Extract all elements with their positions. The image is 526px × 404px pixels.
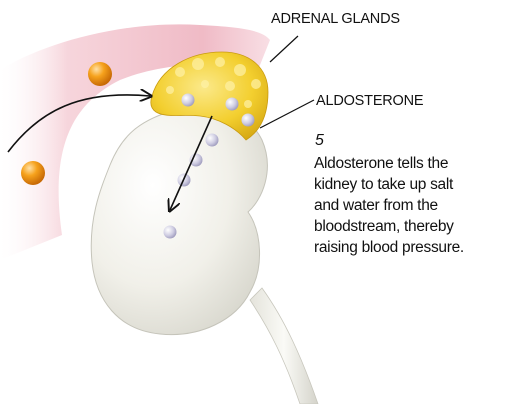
aldosterone-molecule — [182, 94, 195, 107]
aldosterone-leader-line — [260, 100, 314, 128]
ureter — [250, 288, 318, 404]
adrenal-glands-leader-line — [270, 36, 298, 62]
step-caption: Aldosterone tells the kidney to take up … — [314, 153, 526, 258]
caption-line: raising blood pressure. — [314, 237, 526, 258]
aldosterone-label: ALDOSTERONE — [316, 94, 423, 109]
kidney — [91, 105, 267, 335]
aldosterone-molecule — [206, 134, 219, 147]
aldosterone-molecule — [164, 226, 177, 239]
adrenal-glands-label: ADRENAL GLANDS — [271, 12, 400, 27]
caption-line: bloodstream, thereby — [314, 216, 526, 237]
caption-line: and water from the — [314, 195, 526, 216]
hormone-orb — [88, 62, 112, 86]
hormone-orb — [21, 161, 45, 185]
aldosterone-molecule — [190, 154, 203, 167]
caption-line: Aldosterone tells the — [314, 153, 526, 174]
aldosterone-molecule — [242, 114, 255, 127]
caption-line: kidney to take up salt — [314, 174, 526, 195]
aldosterone-molecule — [226, 98, 239, 111]
step-number: 5 — [315, 133, 324, 149]
